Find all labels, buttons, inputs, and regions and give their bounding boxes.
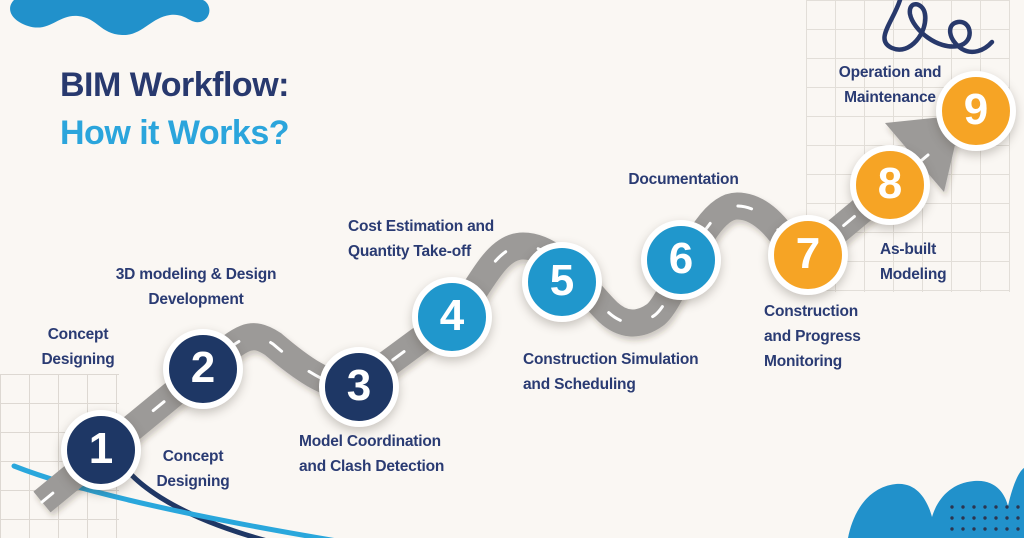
- step-circle-4: 4: [412, 277, 492, 357]
- step-circle-7: 7: [768, 215, 848, 295]
- title-line-1: BIM Workflow:: [60, 66, 289, 104]
- curve-blue: [11, 463, 335, 538]
- step-circle-3: 3: [319, 347, 399, 427]
- step-number-6: 6: [668, 234, 694, 283]
- step-number-9: 9: [963, 85, 989, 134]
- title-line-2: How it Works?: [60, 114, 290, 152]
- page-title: BIM Workflow: How it Works?: [60, 61, 290, 157]
- blob-top-left: [10, 0, 210, 36]
- step-number-3: 3: [346, 361, 372, 410]
- road-dashes: [40, 153, 930, 504]
- scribble-loops-icon: [882, 0, 995, 55]
- step-circle-5: 5: [522, 242, 602, 322]
- step-number-2: 2: [190, 343, 216, 392]
- step-number-5: 5: [549, 256, 575, 305]
- step-circle-9: 9: [936, 71, 1016, 151]
- step-number-1: 1: [88, 424, 114, 473]
- step-number-8: 8: [877, 159, 903, 208]
- step-circle-1: 1: [61, 410, 141, 490]
- step-number-7: 7: [795, 229, 821, 278]
- step-number-4: 4: [439, 291, 465, 340]
- step-circle-2: 2: [163, 329, 243, 409]
- dots-pattern: [950, 505, 1024, 538]
- step-label-6: Documentation: [628, 171, 739, 188]
- step-circle-6: 6: [641, 220, 721, 300]
- step-circle-8: 8: [850, 145, 930, 225]
